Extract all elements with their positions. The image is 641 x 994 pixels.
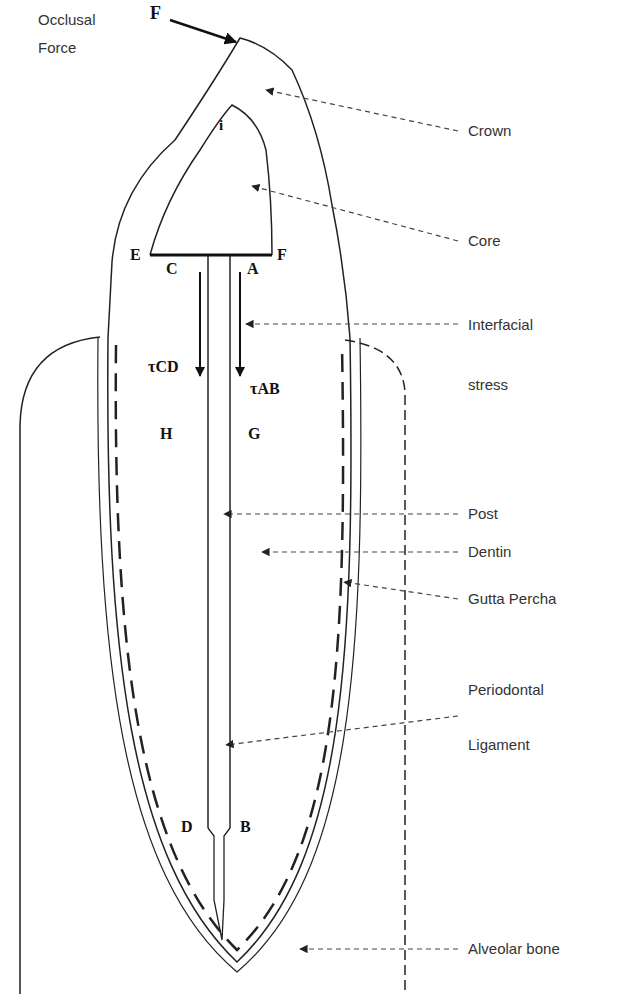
stress-arrow [239,272,241,376]
leader-line [226,716,458,745]
part-label: Interfacial stress [468,295,548,415]
leader-line [224,513,458,514]
part-label: Alveolar bone [468,940,560,958]
canal-apex [208,828,230,940]
crown-outline [108,38,350,338]
post-line [207,255,209,828]
stress-label: τAB [250,380,280,398]
point-label: C [166,260,178,278]
point-label: A [247,260,259,278]
leader-line [300,948,458,949]
force-symbol: F [150,4,161,22]
part-label: Crown [468,122,511,140]
part-label: Core [468,232,501,250]
leader-line [344,582,458,599]
point-label: B [240,818,251,836]
stress-label: τCD [148,358,178,376]
bone-outline [345,340,405,994]
leader-line [266,90,458,131]
part-label: Periodontal Ligament [468,662,568,772]
leader-line [252,186,458,241]
core-base-line [150,254,272,257]
point-label: E [130,246,141,264]
stress-arrow [199,272,201,376]
part-label: Gutta Percha [468,590,556,608]
force-arrow [170,20,236,42]
bone-outline [20,337,100,994]
leader-line [262,551,458,552]
force-label: Occlusal Force [38,6,118,62]
part-label: Post [468,505,498,523]
leader-lines [224,90,458,949]
point-label: D [181,818,193,836]
point-label: F [277,246,287,264]
point-label: H [160,425,172,443]
core-outline [150,105,272,255]
point-label: G [248,425,260,443]
point-label: i [219,116,223,134]
part-label: Dentin [468,543,511,561]
post-line [229,255,231,828]
leader-line [246,323,458,324]
